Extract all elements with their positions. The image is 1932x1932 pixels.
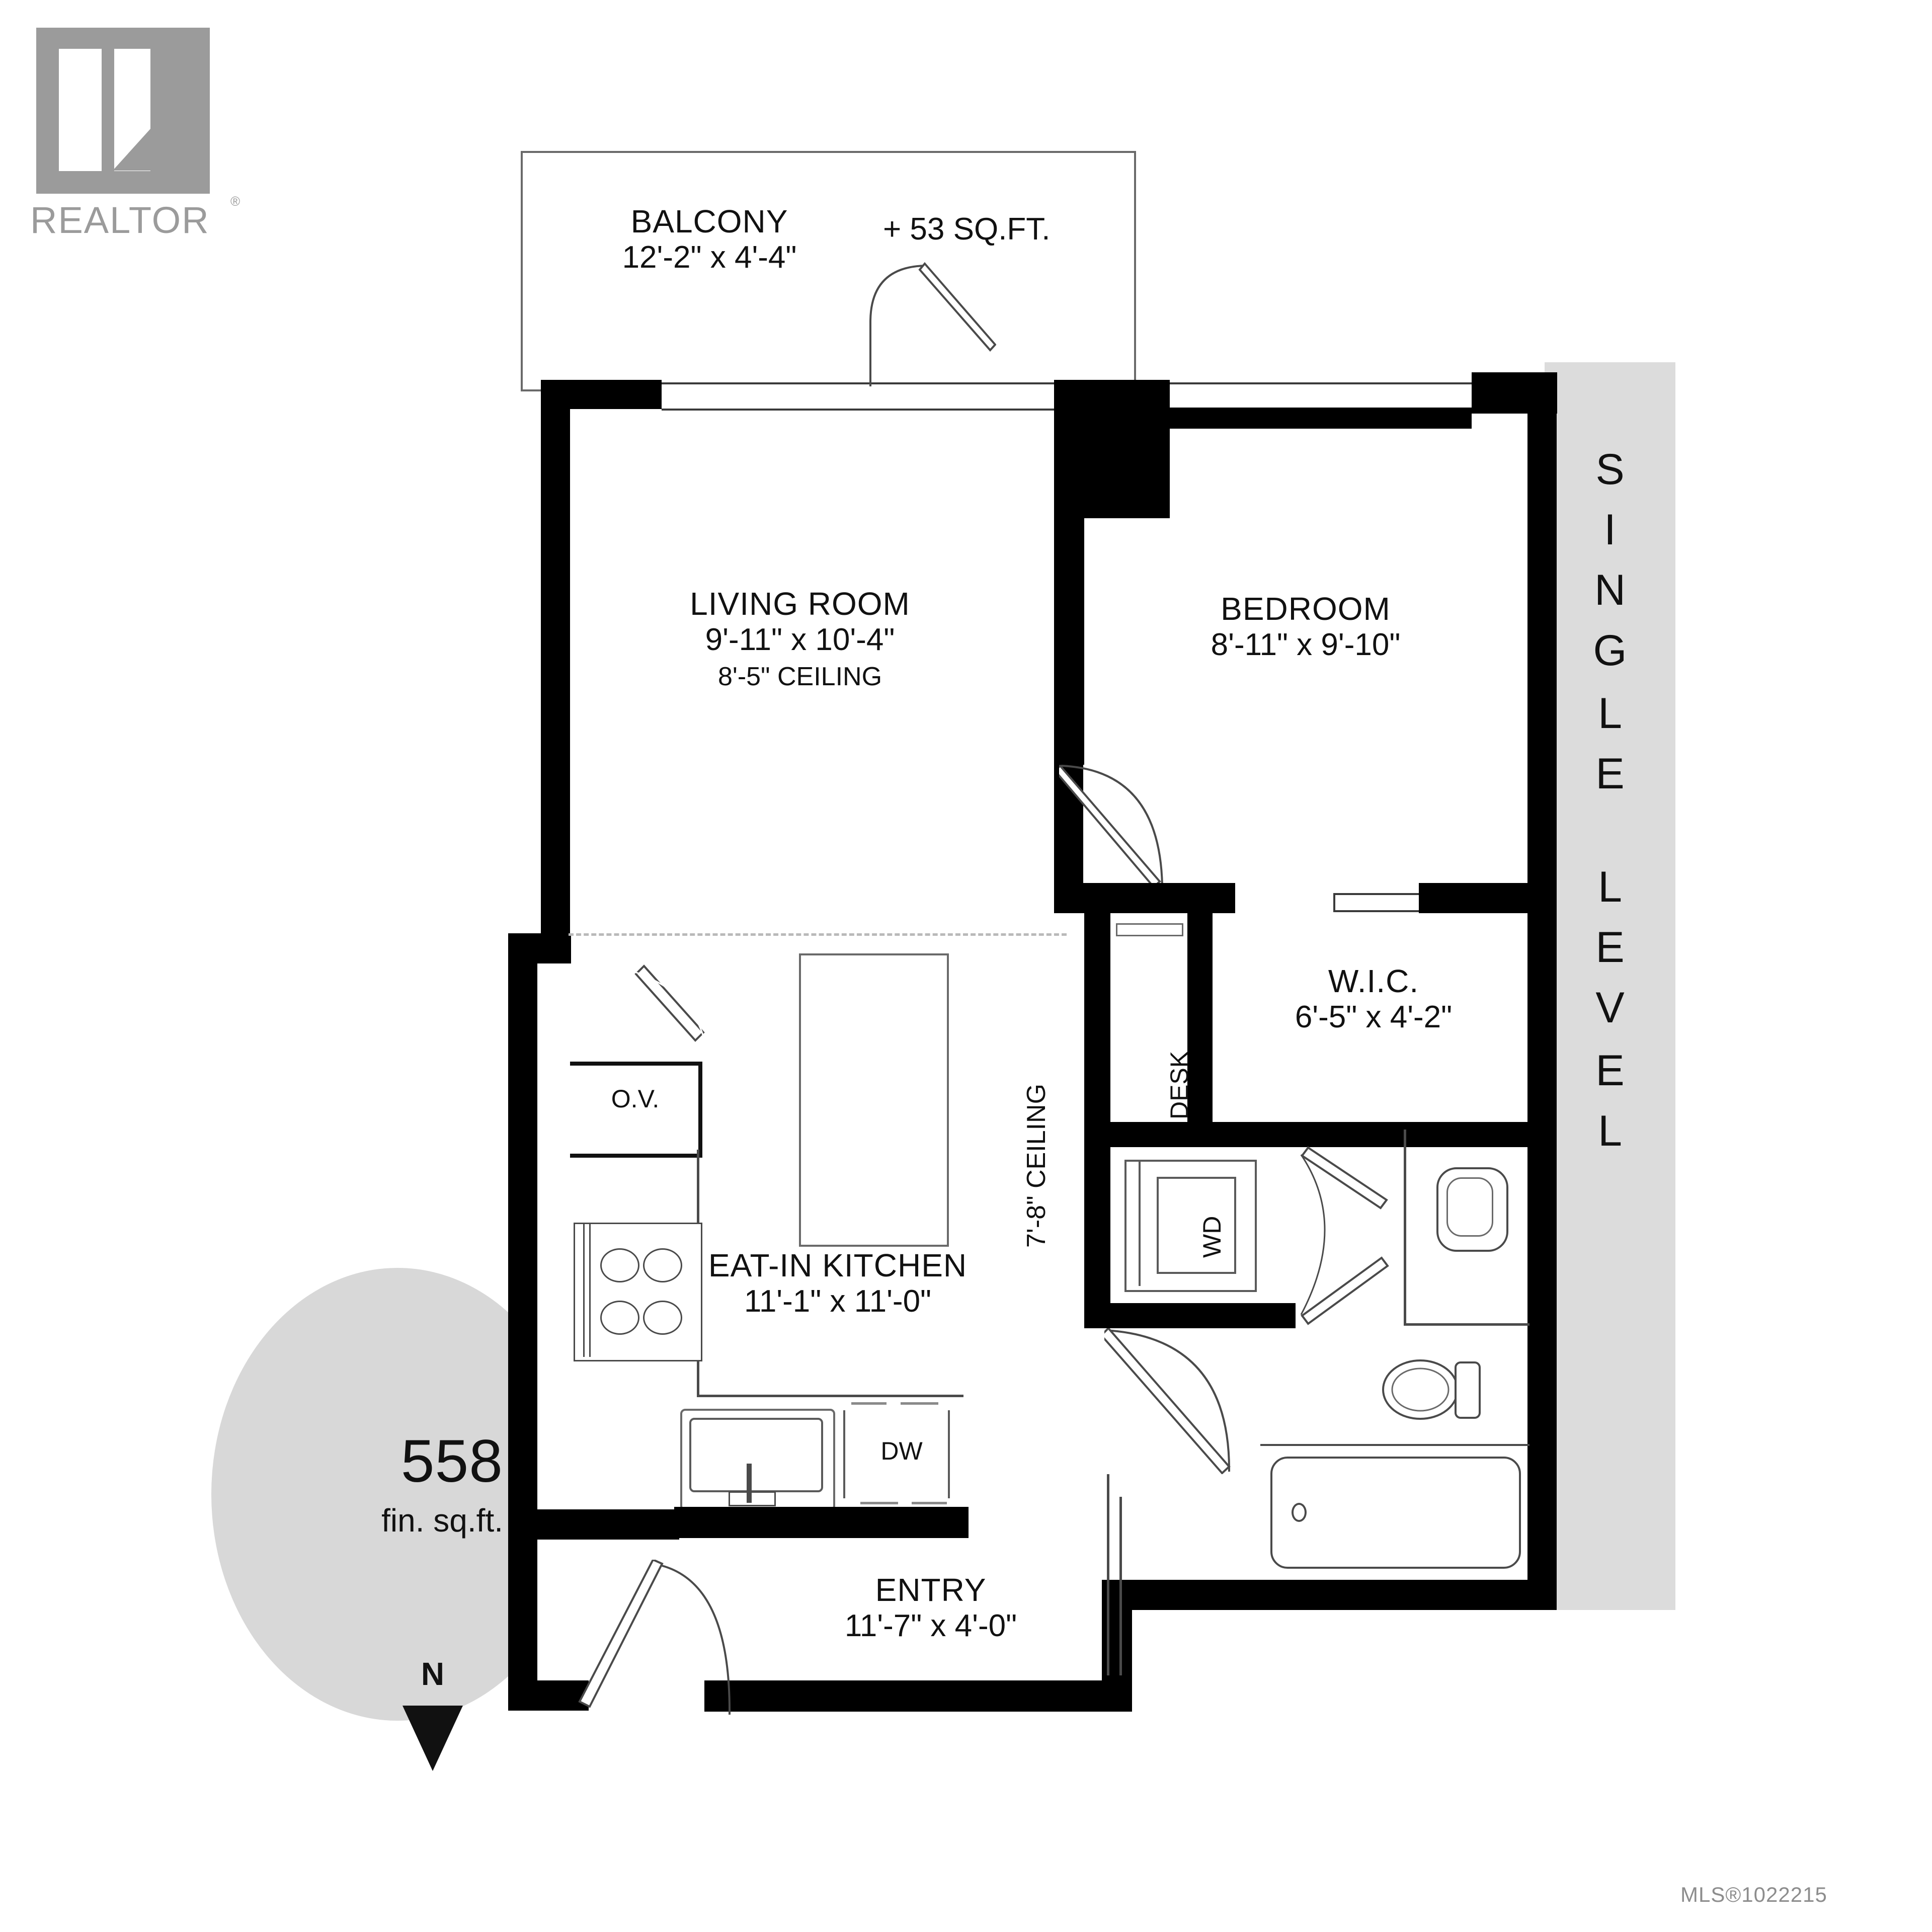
vanity-counter-line (1404, 1323, 1530, 1326)
wall-entry-left (508, 1509, 537, 1711)
wall-living-bedroom (1054, 518, 1084, 765)
banner-letter: L (1598, 689, 1622, 738)
mls-number: MLS®1022215 (1680, 1883, 1827, 1906)
living-room-name: LIVING ROOM (690, 586, 910, 622)
banner-letter: E (1595, 1046, 1625, 1095)
balcony-outline (521, 151, 1136, 391)
open-plan-divider (569, 933, 1067, 936)
banner-letter: L (1598, 1107, 1622, 1155)
balcony-door-swing (865, 262, 996, 387)
burner-icon (643, 1248, 682, 1282)
compass-arrow-icon (403, 1706, 463, 1771)
entry-dimensions: 11'-7" x 4'-0" (844, 1608, 1017, 1643)
realtor-logo: REALTOR ® (30, 28, 242, 249)
bedroom-door-swing (1054, 764, 1165, 889)
banner-letter: G (1593, 626, 1627, 675)
burner-icon (643, 1301, 682, 1335)
burner-icon (600, 1301, 639, 1335)
bedroom-label: BEDROOM 8'-11" x 9'-10" (1122, 591, 1489, 662)
closet-door-panel (1119, 1497, 1122, 1675)
burner-icon (600, 1248, 639, 1282)
washer-dryer-unit (1124, 1160, 1257, 1292)
wall-left-upper (541, 380, 570, 951)
balcony-label: BALCONY 12'-2" x 4'-4" (553, 203, 865, 275)
tub-edge-line (1260, 1444, 1530, 1446)
realtor-r-mark-icon (36, 28, 210, 194)
realtor-wordmark: REALTOR (30, 199, 210, 241)
wall-desk-left (1084, 913, 1110, 1145)
banner-letter: E (1595, 750, 1625, 798)
wall-entry-bottom-left (508, 1680, 589, 1711)
wall-bedroom-bottom-right (1419, 883, 1530, 913)
closet-opening (1333, 893, 1423, 912)
dishwasher (841, 1401, 962, 1508)
bathroom-door-swing (1288, 1145, 1404, 1326)
desk-surface (1116, 923, 1183, 936)
wall-bath-bottom (1102, 1580, 1527, 1610)
bedroom-name: BEDROOM (1221, 591, 1391, 627)
window-living-room-right (994, 382, 1054, 411)
faucet-base (729, 1491, 776, 1506)
closet-line-vertical (1107, 1474, 1109, 1675)
banner-letter: N (1594, 566, 1626, 614)
compass-north-label: N (421, 1656, 445, 1692)
kitchen-ceiling: 7'-8" CEILING (1022, 1083, 1051, 1248)
finished-sqft-unit: fin. sq.ft. (381, 1502, 503, 1539)
wall-bedroom-bottom-left (1054, 883, 1235, 913)
wall-wic-bottom (1213, 1122, 1530, 1147)
entry-name: ENTRY (875, 1572, 987, 1608)
wall-right (1527, 372, 1557, 1610)
banner-letter: I (1604, 506, 1616, 554)
wall-desk-right (1187, 913, 1213, 1145)
living-room-label: LIVING ROOM 9'-11" x 10'-4" 8'-5" CEILIN… (574, 586, 1026, 691)
wic-label: W.I.C. 6'-5" x 4'-2" (1218, 963, 1530, 1034)
living-room-dimensions: 9'-11" x 10'-4" (705, 622, 895, 657)
hall-door-swing (1100, 1327, 1235, 1475)
oven-box (570, 1062, 702, 1158)
vanity-wall-line (1404, 1130, 1406, 1326)
wall-counter-bottom (674, 1507, 969, 1538)
banner-letter: L (1598, 863, 1622, 911)
living-room-ceiling: 8'-5" CEILING (717, 662, 882, 692)
balcony-name: BALCONY (630, 203, 788, 239)
banner-letter: S (1595, 445, 1625, 494)
kitchen-sink (680, 1409, 835, 1511)
pantry-door-swing (569, 961, 719, 1082)
counter-top-line (697, 1395, 963, 1397)
wall-laundry-left (1084, 1122, 1110, 1328)
wall-bedroom-top (1170, 408, 1472, 429)
kitchen-dimensions: 11'-1" x 11'-0" (744, 1283, 932, 1319)
toilet-fixture (1381, 1353, 1482, 1426)
faucet-icon (747, 1464, 752, 1503)
cooktop-range (574, 1223, 702, 1361)
balcony-area-note: + 53 SQ.FT. (883, 212, 1051, 247)
banner-letter: E (1595, 923, 1625, 972)
window-living-room (662, 382, 1024, 411)
desk-label: DESK (1165, 1051, 1193, 1119)
wic-dimensions: 6'-5" x 4'-2" (1295, 999, 1453, 1034)
entry-door-swing (564, 1558, 745, 1721)
oven-label: O.V. (611, 1085, 660, 1113)
balcony-dimensions: 12'-2" x 4'-4" (622, 239, 797, 275)
wall-left-lower (508, 933, 537, 1540)
finished-sqft-value: 558 (400, 1427, 503, 1495)
entry-label: ENTRY 11'-7" x 4'-0" (725, 1572, 1137, 1643)
kitchen-label: EAT-IN KITCHEN 11'-1" x 11'-0" (629, 1247, 1046, 1319)
registered-mark-icon: ® (230, 194, 240, 209)
wall-laundry-bottom (1084, 1303, 1296, 1328)
wall-column-top (1054, 380, 1170, 518)
dishwasher-label: DW (880, 1437, 923, 1465)
bedroom-dimensions: 8'-11" x 9'-10" (1211, 627, 1401, 662)
wall-entry-bottom (704, 1680, 1132, 1712)
wic-name: W.I.C. (1328, 963, 1419, 999)
single-level-banner: S I N G L E L E V E L (1545, 362, 1675, 1610)
kitchen-island (799, 953, 949, 1247)
kitchen-name: EAT-IN KITCHEN (708, 1247, 968, 1283)
washer-dryer-label: WD (1198, 1216, 1226, 1258)
bathroom-sink (1436, 1167, 1508, 1252)
banner-letter: V (1595, 984, 1625, 1032)
bathtub-fixture (1270, 1457, 1521, 1569)
